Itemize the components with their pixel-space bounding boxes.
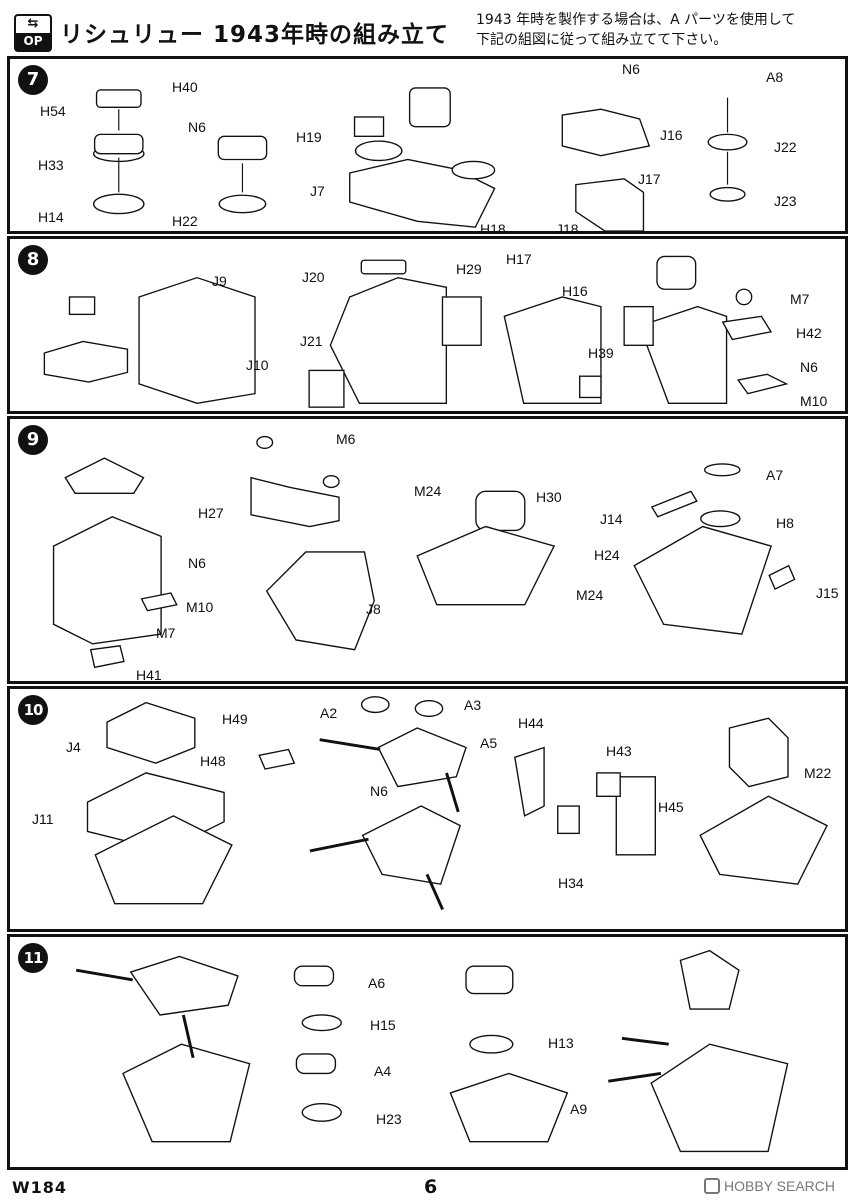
page-header: ⇆ OP リシュリュー 1943年時の組み立て 1943 年時を製作する場合は、…	[8, 6, 848, 52]
part-label: H29	[456, 261, 482, 277]
step-8-panel: 8 J9 J10 J20 J21 H29 H17 H16 H39 M7 H42 …	[7, 236, 848, 414]
part-label: A5	[480, 735, 498, 751]
part-label: N6	[800, 359, 818, 375]
part-label: M24	[414, 483, 442, 499]
part-label: H17	[506, 251, 532, 267]
part-label: M7	[156, 625, 176, 641]
step-8-illustration	[43, 255, 789, 408]
option-icon: ⇆	[27, 16, 39, 31]
step-number-11: 11	[18, 943, 48, 973]
part-label: J14	[600, 511, 623, 527]
part-label: M24	[576, 587, 604, 603]
part-label: A7	[766, 467, 784, 483]
part-label: H18	[480, 221, 506, 237]
step-9-illustration	[52, 435, 796, 669]
part-label: J16	[660, 127, 683, 143]
part-label: J23	[774, 193, 797, 209]
part-label: A2	[320, 705, 338, 721]
part-label: H33	[38, 157, 64, 173]
part-label: H40	[172, 79, 198, 95]
op-badge: ⇆ OP	[14, 14, 52, 52]
part-label: J17	[638, 171, 661, 187]
part-label: H34	[558, 875, 584, 891]
part-label: J4	[66, 739, 81, 755]
step-7-panel: 7 H54 H33 H14 H40 N6 H22 H19 J7 H18 N6 J…	[7, 56, 848, 237]
watermark-logo-icon	[704, 1178, 720, 1194]
part-label: H24	[594, 547, 620, 563]
part-label: H16	[562, 283, 588, 299]
part-label: M10	[186, 599, 214, 615]
instruction-note-line-1: 1943 年時を製作する場合は、A パーツを使用して	[476, 12, 796, 28]
page-number: 6	[424, 1176, 438, 1198]
instruction-note-line-2: 下記の組図に従って組み立てて下さい。	[476, 32, 728, 48]
part-label: H49	[222, 711, 248, 727]
part-label: M6	[336, 431, 356, 447]
part-label: H27	[198, 505, 224, 521]
part-label: H42	[796, 325, 822, 341]
part-label: J15	[816, 585, 839, 601]
step-number-7: 7	[18, 65, 48, 95]
step-7-illustration	[92, 87, 748, 232]
part-label: H54	[40, 103, 66, 119]
part-label: H8	[776, 515, 794, 531]
part-label: J22	[774, 139, 797, 155]
part-label: H23	[376, 1111, 402, 1127]
step-number-10: 10	[18, 695, 48, 725]
step-10-panel: 10 J4 J11 H49 H48 A2 A3 A5 N6 H44 H43 H4…	[7, 686, 848, 932]
part-label: H45	[658, 799, 684, 815]
part-label: N6	[188, 555, 206, 571]
part-label: H44	[518, 715, 544, 731]
part-label: H39	[588, 345, 614, 361]
part-label: H22	[172, 213, 198, 229]
part-label: J21	[300, 333, 323, 349]
part-label: H15	[370, 1017, 396, 1033]
part-label: J10	[246, 357, 269, 373]
part-label: H43	[606, 743, 632, 759]
part-label: J8	[366, 601, 381, 617]
part-label: A3	[464, 697, 482, 713]
step-number-8: 8	[18, 245, 48, 275]
part-label: J11	[32, 811, 54, 827]
op-badge-label: OP	[16, 33, 50, 50]
part-label: H14	[38, 209, 64, 225]
watermark-text: HOBBY SEARCH	[724, 1178, 835, 1194]
step-number-9: 9	[18, 425, 48, 455]
part-label: J7	[310, 183, 325, 199]
part-label: M10	[800, 393, 828, 409]
part-label: A8	[766, 69, 784, 85]
part-label: J20	[302, 269, 325, 285]
part-label: A4	[374, 1063, 392, 1079]
part-label: H19	[296, 129, 322, 145]
step-11-illustration	[75, 949, 789, 1153]
part-label: M7	[790, 291, 810, 307]
part-label: H13	[548, 1035, 574, 1051]
part-label: H48	[200, 753, 226, 769]
part-label: N6	[188, 119, 206, 135]
part-label: J9	[212, 273, 227, 289]
watermark: HOBBY SEARCH	[704, 1178, 835, 1194]
part-label: N6	[622, 61, 640, 77]
part-label: A6	[368, 975, 386, 991]
page-title: リシュリュー 1943年時の組み立て	[60, 22, 450, 48]
step-9-panel: 9 N6 M10 M7 H41 M6 H27 J8 M24 H30 M24 A7…	[7, 416, 848, 684]
part-label: N6	[370, 783, 388, 799]
step-10-illustration	[86, 696, 828, 911]
product-code: W184	[12, 1178, 68, 1197]
part-label: M22	[804, 765, 832, 781]
part-label: A9	[570, 1101, 588, 1117]
step-11-panel: 11 A6 H15 A4 H23 H13 A9	[7, 934, 848, 1170]
part-label: H41	[136, 667, 162, 683]
part-label: H30	[536, 489, 562, 505]
instruction-note: 1943 年時を製作する場合は、A パーツを使用して 下記の組図に従って組み立て…	[476, 10, 846, 50]
part-label: J18	[556, 221, 579, 237]
